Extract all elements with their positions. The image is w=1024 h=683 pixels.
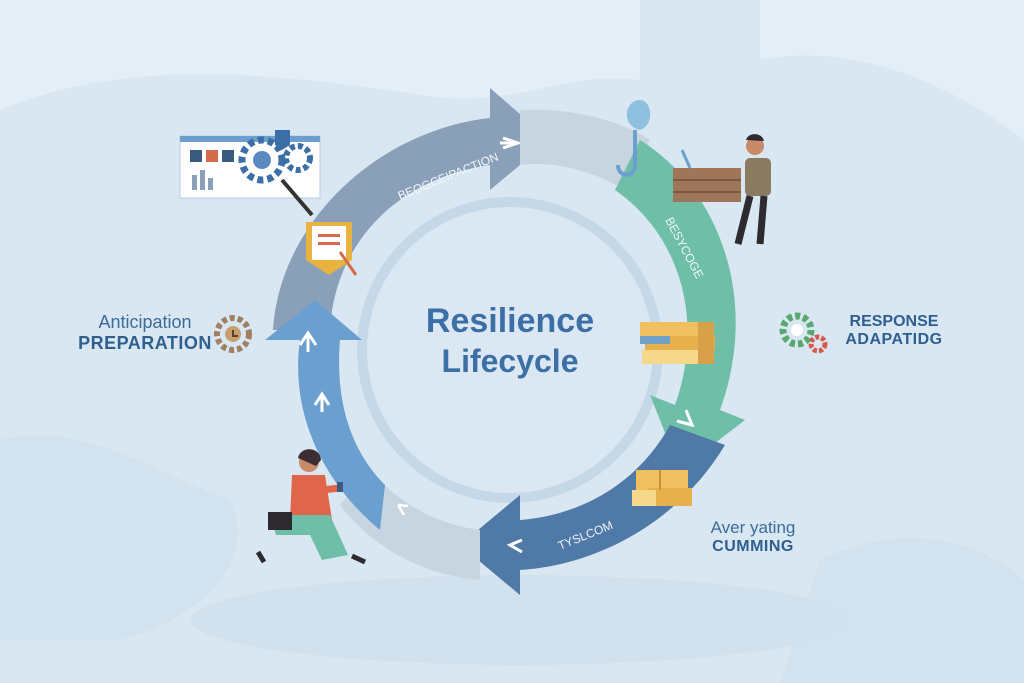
chevron-up-icon-2 [313,391,331,412]
label-response: RESPONSE ADAPATIDG [824,313,964,349]
arrow-left [265,300,385,530]
settings-clock-icon [214,315,252,353]
center-title-line1: Resilience [426,302,594,340]
arrow-bottom: TYSLCOM [460,425,725,595]
clipboard-icon [306,222,358,276]
label-left-line2: PREPARATION [78,333,212,353]
person-sitting-icon [255,449,367,565]
chevron-up-icon [298,330,318,352]
hook-icon [616,100,651,177]
center-title-line2: Lifecycle [442,343,579,379]
gear-icon [238,130,314,217]
person-carrying-box-icon [673,134,771,245]
label-left-line1: Anticipation [98,312,192,332]
chevron-down-icon [676,409,695,428]
label-right-line2: ADAPATIDG [845,331,943,348]
chevron-right-icon [500,136,523,150]
label-bottom-line1: Aver yating [710,518,796,537]
label-recovery: Aver yating CUMMING [688,518,818,556]
arrow-right: BESYCOGE [615,140,745,470]
gears-icon [779,312,828,354]
chevron-upleft-icon [396,503,409,516]
label-right-line1: RESPONSE [849,313,939,330]
chevron-left-icon [506,538,523,554]
cardboard-boxes-icon [632,470,692,506]
label-anticipation: Anticipation PREPARATION [70,312,220,354]
label-bottom-line2: CUMMING [712,538,794,555]
stacked-books-icon [640,322,715,364]
